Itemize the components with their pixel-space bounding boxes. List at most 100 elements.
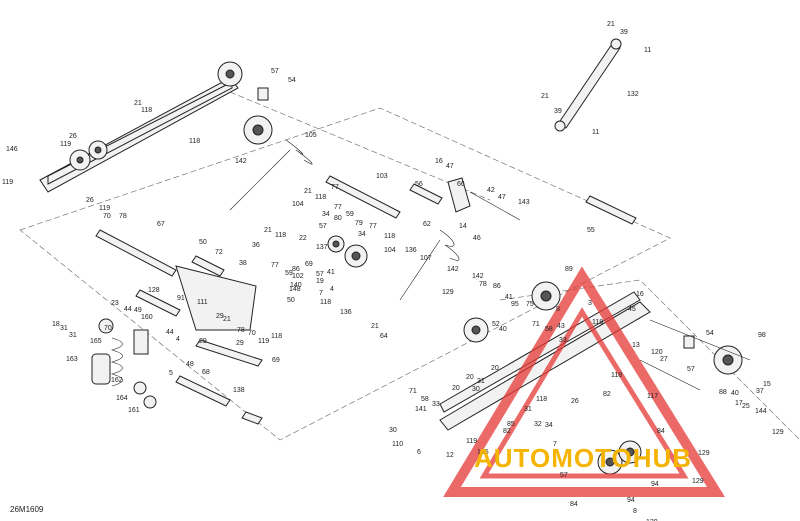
part-label: 142 (472, 273, 484, 280)
part-label: 25 (742, 403, 750, 410)
rear-spring-parts (91, 318, 157, 409)
linkage-assembly (95, 229, 263, 425)
part-label: 18 (52, 321, 60, 328)
part-label: 91 (177, 295, 185, 302)
part-label: 163 (66, 356, 78, 363)
part-label: 138 (233, 387, 245, 394)
part-label: 33 (559, 337, 567, 344)
part-label: 16 (636, 291, 644, 298)
part-label: 88 (719, 389, 727, 396)
part-label: 70 (248, 330, 256, 337)
part-label: 82 (503, 428, 511, 435)
part-label: 48 (186, 361, 194, 368)
part-label: 142 (447, 266, 459, 273)
part-label: 22 (299, 235, 307, 242)
part-label: 39 (554, 108, 562, 115)
part-label: 29 (199, 338, 207, 345)
part-label: 118 (320, 299, 331, 306)
part-label: 94 (651, 481, 659, 488)
part-label: 129 (692, 478, 704, 485)
part-label: 44 (166, 329, 174, 336)
part-label: 20 (466, 374, 474, 381)
part-label: 58 (421, 396, 429, 403)
part-label: 145 (477, 449, 489, 456)
part-label: 27 (660, 356, 668, 363)
part-label: 84 (657, 428, 665, 435)
part-label: 105 (305, 132, 317, 139)
part-label: 104 (292, 201, 304, 208)
part-label: 6 (417, 449, 421, 456)
part-label: 20 (452, 385, 460, 392)
watermark-text-middle: MOTO (551, 443, 633, 473)
part-label: 52 (492, 321, 500, 328)
part-label: 84 (570, 501, 578, 508)
part-label: 119 (258, 338, 269, 345)
part-label: 4 (176, 336, 180, 343)
part-label: 15 (763, 381, 771, 388)
part-label: 46 (473, 235, 481, 242)
part-label: 12 (446, 452, 454, 459)
part-label: 67 (157, 221, 165, 228)
dashed-boundary (19, 107, 671, 441)
part-label: 40 (731, 390, 739, 397)
part-label: 21 (607, 21, 615, 28)
part-label: 102 (292, 273, 304, 280)
part-label: 129 (772, 429, 784, 436)
part-label: 38 (239, 260, 247, 267)
watermark-text-left: AUTO (474, 443, 551, 473)
part-label: 55 (587, 227, 595, 234)
part-label: 136 (405, 247, 417, 254)
part-label: 5 (169, 370, 173, 377)
part-label: 34 (545, 422, 553, 429)
watermark-logo (443, 266, 725, 497)
part-label: 118 (384, 233, 395, 240)
part-label: 11 (644, 47, 651, 54)
part-label: 78 (119, 213, 127, 220)
watermark-text-right: HUB (633, 443, 692, 473)
part-label: 23 (111, 300, 119, 307)
part-label: 13 (632, 342, 640, 349)
part-label: 29 (216, 313, 224, 320)
part-label: 164 (116, 395, 128, 402)
part-label: 118 (189, 138, 200, 145)
part-label: 160 (141, 314, 153, 321)
part-label: 128 (148, 287, 160, 294)
part-label: 107 (420, 255, 432, 262)
part-label: 20 (491, 365, 499, 372)
part-label: 30 (472, 386, 480, 393)
part-label: 14 (459, 223, 467, 230)
part-label: 71 (409, 388, 417, 395)
part-label: 40 (499, 326, 507, 333)
part-label: 82 (603, 391, 611, 398)
part-label: 31 (60, 325, 68, 332)
part-label: 71 (532, 321, 540, 328)
part-label: 137 (316, 244, 328, 251)
part-label: 57 (319, 223, 327, 230)
part-label: 119 (2, 179, 13, 186)
part-label: 64 (380, 333, 388, 340)
part-label: 78 (237, 327, 245, 334)
left-rail-assembly (39, 61, 273, 193)
part-label: 80 (334, 215, 342, 222)
part-label: 75 (526, 301, 534, 308)
part-label: 119 (99, 205, 110, 212)
part-label: 161 (128, 407, 140, 414)
part-label: 120 (651, 349, 663, 356)
part-label: 79 (355, 220, 363, 227)
part-label: 31 (69, 332, 77, 339)
part-label: 162 (111, 377, 123, 384)
part-label: 77 (369, 223, 377, 230)
part-label: 118 (271, 333, 282, 340)
part-label: 50 (287, 297, 295, 304)
part-label: 148 (289, 286, 301, 293)
part-label: 129 (646, 519, 658, 521)
part-label: 98 (758, 332, 766, 339)
part-label: 118 (592, 319, 603, 326)
part-label: 21 (134, 100, 142, 107)
part-label: 117 (647, 393, 658, 400)
svg-text:AUTOMOTOHUB: AUTOMOTOHUB (474, 443, 692, 473)
part-label: 77 (271, 262, 279, 269)
part-label: 72 (215, 249, 223, 256)
part-label: 69 (305, 261, 313, 268)
